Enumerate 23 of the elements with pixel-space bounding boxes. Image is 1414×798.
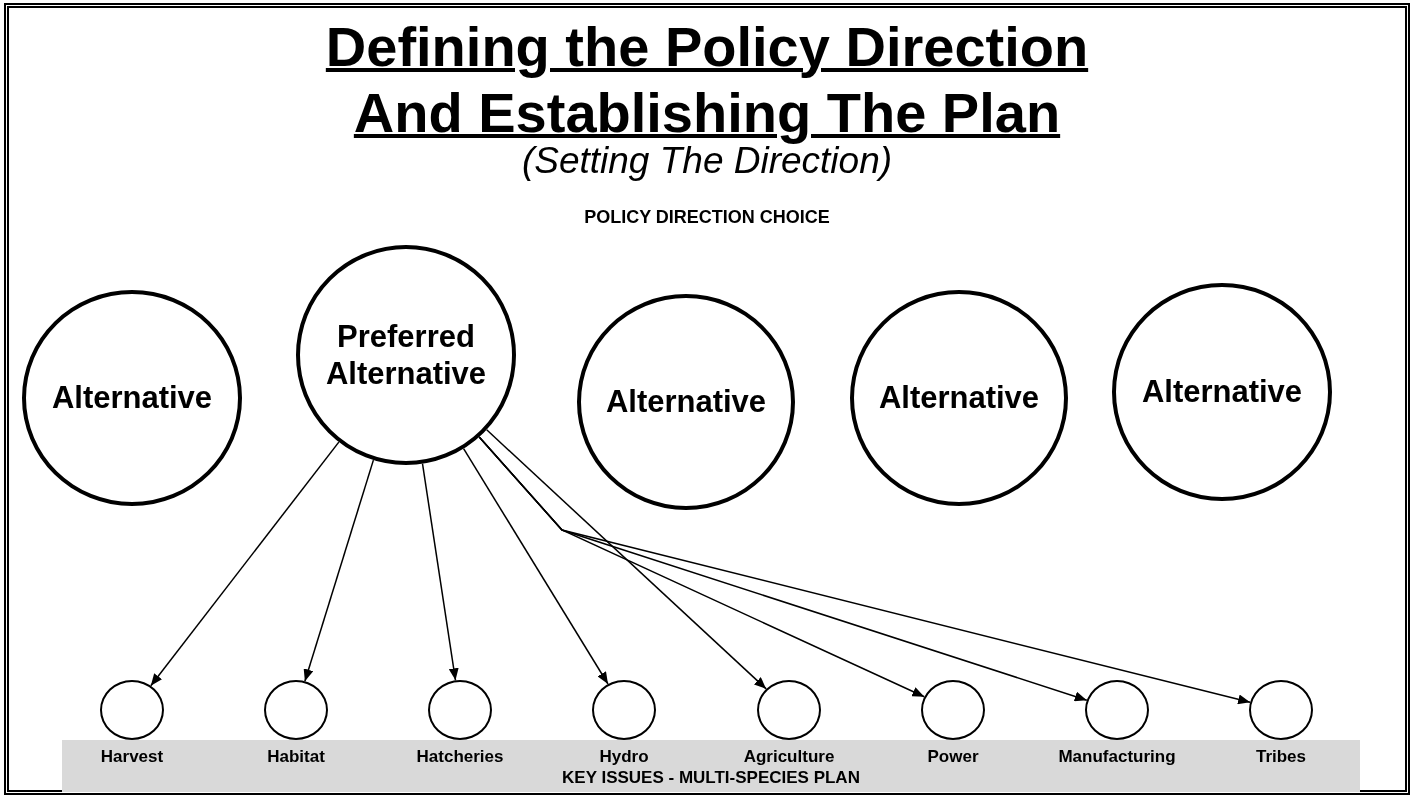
alternative-circle: Alternative	[577, 294, 795, 510]
issue-label: Agriculture	[743, 747, 835, 767]
preferred-alternative-circle: Preferred Alternative	[296, 245, 516, 465]
issue-label: Power	[927, 747, 979, 767]
arrow	[150, 441, 340, 687]
arrow	[421, 462, 459, 682]
section-heading: POLICY DIRECTION CHOICE	[583, 207, 831, 228]
arrow	[478, 436, 1251, 705]
alternative-circle: Alternative	[1112, 283, 1332, 501]
issue-circle	[921, 680, 985, 740]
issue-label: Hydro	[599, 747, 649, 767]
alternative-circle: Alternative	[850, 290, 1068, 506]
arrow	[462, 447, 609, 685]
issue-label: Tribes	[1255, 747, 1307, 767]
issue-label: Harvest	[100, 747, 164, 767]
arrow	[485, 429, 767, 690]
title: Defining the Policy Direction And Establishing The Plan	[324, 14, 1090, 146]
issue-circle	[757, 680, 821, 740]
issue-label: Manufacturing	[1058, 747, 1176, 767]
arrow	[303, 459, 375, 682]
alternative-circle: Alternative	[22, 290, 242, 506]
issue-label: Habitat	[267, 747, 325, 767]
issue-label: Hatcheries	[416, 747, 504, 767]
